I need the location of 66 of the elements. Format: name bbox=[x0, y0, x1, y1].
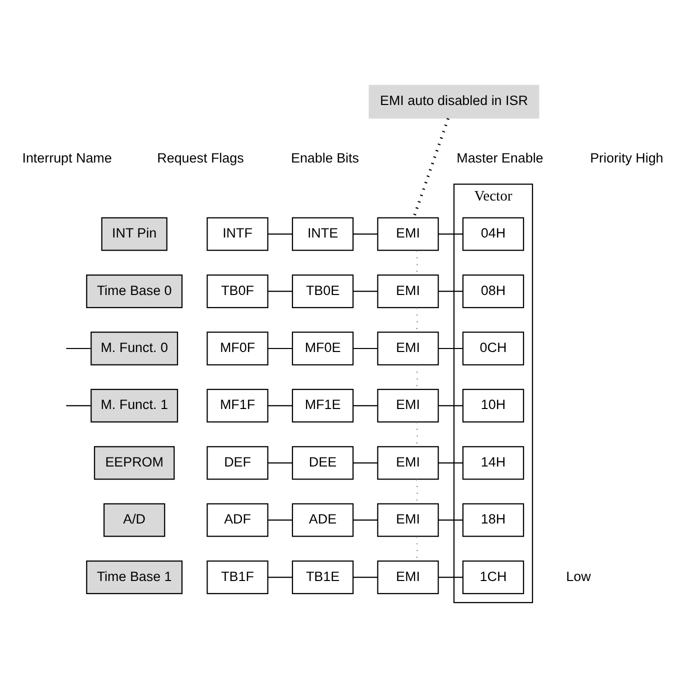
node-box: MF1F bbox=[206, 388, 268, 422]
node-box: INTF bbox=[206, 216, 268, 250]
node-box: EMI bbox=[377, 331, 439, 365]
node-box: EMI bbox=[377, 502, 439, 536]
node-box: 08H bbox=[462, 274, 524, 308]
connector bbox=[438, 462, 463, 463]
node-box: EMI bbox=[377, 274, 439, 308]
node-box: 18H bbox=[462, 502, 524, 536]
node-box: Time Base 0 bbox=[86, 274, 183, 308]
connector bbox=[438, 404, 463, 406]
node-box: M. Funct. 1 bbox=[90, 388, 178, 422]
connector bbox=[353, 576, 378, 578]
node-box: INTE bbox=[292, 216, 354, 250]
node-box: M. Funct. 0 bbox=[90, 331, 178, 365]
node-box: TB0E bbox=[292, 274, 354, 308]
node-box: TB1F bbox=[206, 560, 268, 594]
connector bbox=[268, 233, 292, 234]
connector bbox=[353, 404, 378, 406]
node-box: TB0F bbox=[206, 274, 268, 308]
connector bbox=[353, 462, 378, 463]
label: Low bbox=[566, 568, 591, 584]
node-box: MF1E bbox=[292, 388, 354, 422]
label: Priority High bbox=[590, 150, 664, 165]
connector bbox=[353, 519, 378, 520]
node-box: DEE bbox=[292, 446, 354, 480]
label: Enable Bits bbox=[291, 150, 359, 165]
connector bbox=[66, 347, 91, 349]
node-box: ADF bbox=[206, 502, 268, 536]
connector bbox=[268, 290, 292, 292]
connector bbox=[438, 576, 463, 578]
node-box: DEF bbox=[206, 446, 268, 480]
connector bbox=[353, 290, 378, 292]
node-box: MF0E bbox=[292, 331, 354, 365]
node-box: EMI bbox=[377, 388, 439, 422]
node-box: EMI bbox=[377, 560, 439, 594]
connector bbox=[438, 233, 463, 234]
node-box: 04H bbox=[462, 216, 524, 250]
node-box: EMI bbox=[377, 216, 439, 250]
connector bbox=[268, 404, 292, 406]
connector bbox=[438, 290, 463, 292]
connector bbox=[353, 347, 378, 349]
label: Master Enable bbox=[456, 150, 544, 165]
connector bbox=[268, 462, 292, 463]
connector bbox=[412, 118, 450, 218]
node-box: A/D bbox=[103, 502, 166, 536]
node-box: 1CH bbox=[462, 560, 524, 594]
connector bbox=[66, 404, 91, 406]
node-box: EMI bbox=[377, 446, 439, 480]
connector bbox=[353, 233, 378, 234]
node-box: TB1E bbox=[292, 560, 354, 594]
connector bbox=[268, 519, 292, 520]
node-box: INT Pin bbox=[101, 216, 168, 250]
node-box: Time Base 1 bbox=[86, 560, 183, 594]
connector bbox=[268, 576, 292, 578]
node-box: 10H bbox=[462, 388, 524, 422]
node-box: 14H bbox=[462, 446, 524, 480]
node-box: 0CH bbox=[462, 331, 524, 365]
label: Request Flags bbox=[157, 150, 244, 165]
connector bbox=[438, 519, 463, 520]
node-box: EMI auto disabled in ISR bbox=[368, 84, 540, 118]
node-box: MF0F bbox=[206, 331, 268, 365]
connector bbox=[268, 347, 292, 349]
label: Interrupt Name bbox=[22, 150, 112, 165]
node-box: EEPROM bbox=[94, 446, 175, 480]
node-box: ADE bbox=[292, 502, 354, 536]
connector bbox=[438, 347, 463, 349]
